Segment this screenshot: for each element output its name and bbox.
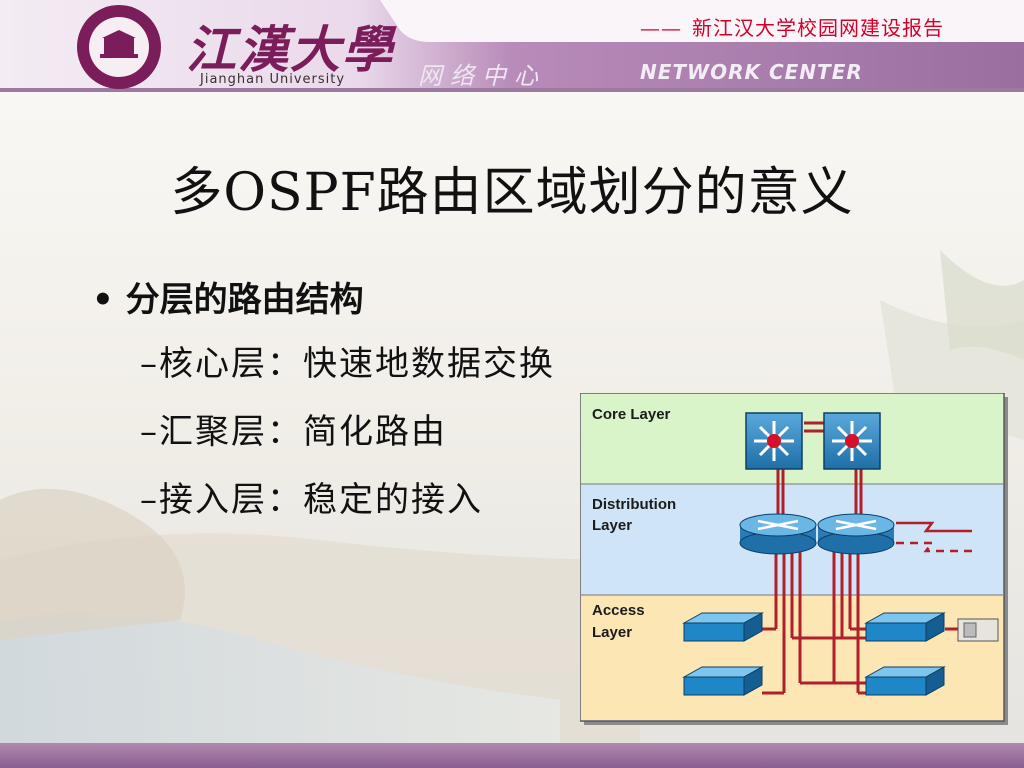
sub-item-dash: – xyxy=(140,480,159,520)
university-english-name: Jianghan University xyxy=(200,72,346,87)
network-center-en: NETWORK CENTER xyxy=(640,60,863,84)
sub-item-distribution: –汇聚层：简化路由 xyxy=(140,404,447,453)
sub-item-core: –核心层：快速地数据交换 xyxy=(140,336,555,385)
access-layer-label-line2: Layer xyxy=(592,624,632,641)
distribution-layer-label-line2: Layer xyxy=(592,517,632,534)
network-center-cn: 网络中心 xyxy=(418,62,546,90)
access-switch-2-icon xyxy=(682,666,764,696)
hierarchical-network-diagram: Core Layer Distribution Layer Access Lay… xyxy=(580,393,1008,725)
slide-header: 江漢大學 Jianghan University ——新江汉大学校园网建设报告 … xyxy=(0,0,1024,92)
university-seal-icon xyxy=(77,5,161,89)
report-title: —— 新江汉大学校园网建设报告 xyxy=(640,12,944,41)
distribution-layer-label-line1: Distribution xyxy=(592,496,676,513)
core-layer-label: Core Layer xyxy=(592,406,671,423)
report-title-text: 新江汉大学校园网建设报告 xyxy=(692,16,944,40)
sub-item-text: 汇聚层：简化路由 xyxy=(159,412,447,452)
university-logo-text: 江漢大學 xyxy=(186,20,394,79)
access-layer-label-line1: Access xyxy=(592,602,645,619)
header-banner xyxy=(0,0,1024,92)
bullet-main-text: 分层的路由结构 xyxy=(125,280,364,320)
sub-item-dash: – xyxy=(140,412,159,452)
end-device-icon xyxy=(957,618,999,642)
sub-item-access: –接入层：稳定的接入 xyxy=(140,472,483,521)
sub-item-text: 核心层：快速地数据交换 xyxy=(159,344,555,384)
sub-item-dash: – xyxy=(140,344,159,384)
core-switch-2-icon xyxy=(823,412,881,470)
bullet-marker: • xyxy=(92,280,114,320)
core-switch-1-icon xyxy=(745,412,803,470)
access-switch-1-icon xyxy=(682,612,764,642)
slide-footer-bar xyxy=(0,743,1024,768)
sub-item-text: 接入层：稳定的接入 xyxy=(159,480,483,520)
access-switch-3-icon xyxy=(864,612,946,642)
slide-title: 多OSPF路由区域划分的意义 xyxy=(170,163,854,223)
bullet-main: • 分层的路由结构 xyxy=(92,272,364,321)
distribution-router-1-icon xyxy=(739,513,817,555)
access-switch-4-icon xyxy=(864,666,946,696)
distribution-router-2-icon xyxy=(817,513,895,555)
wan-links xyxy=(896,521,978,553)
report-dash: —— xyxy=(640,16,682,40)
